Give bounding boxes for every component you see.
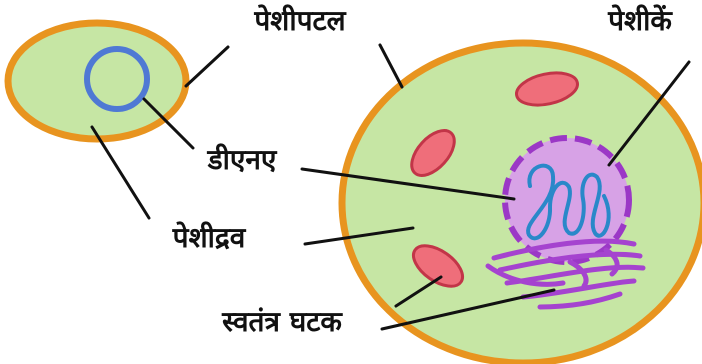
small-cell-membrane [8, 23, 186, 139]
leader-cytoplasm-small [92, 127, 149, 218]
label-organelles: पेशीकें [607, 4, 673, 37]
label-free-components: स्वतंत्र घटक [221, 305, 343, 338]
small-cell [8, 23, 186, 139]
label-dna: डीएनए [207, 143, 278, 176]
leader-membrane-small [186, 47, 228, 86]
large-cell [342, 43, 702, 363]
label-cell-membrane: पेशीपटल [253, 4, 346, 37]
leader-membrane-large [380, 45, 402, 87]
label-cytoplasm: पेशीद्रव [172, 221, 247, 254]
